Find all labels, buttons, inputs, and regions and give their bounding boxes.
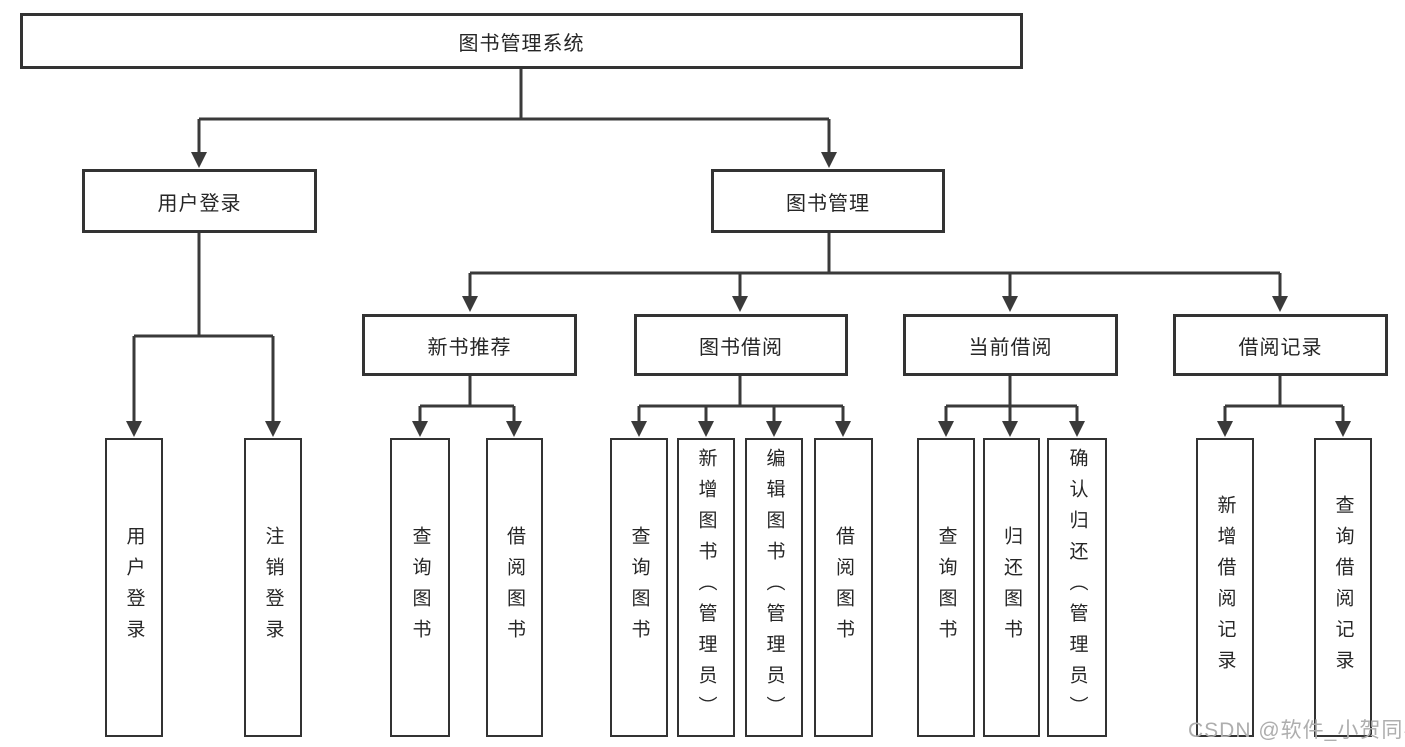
arrow-down-icon bbox=[265, 421, 281, 437]
arrow-down-icon bbox=[766, 421, 782, 437]
arrow-down-icon bbox=[938, 421, 954, 437]
arrow-down-icon bbox=[1069, 421, 1085, 437]
arrow-down-icon bbox=[412, 421, 428, 437]
arrow-down-icon bbox=[631, 421, 647, 437]
node-label: 借阅记录 bbox=[1238, 336, 1323, 359]
leaf-label: 查询借阅记录 bbox=[1332, 494, 1354, 681]
leaf-label: 查询图书 bbox=[628, 525, 650, 650]
leaf-borrow-borrow-books: 借阅图书 bbox=[814, 438, 873, 737]
node-label: 当前借阅 bbox=[968, 336, 1053, 359]
leaf-current-confirm-return-admin: 确认归还（管理员） bbox=[1047, 438, 1107, 737]
leaf-label: 归还图书 bbox=[1001, 525, 1022, 650]
connector-userlogin-to-leaves bbox=[126, 233, 281, 437]
node-borrow-records: 借阅记录 bbox=[1173, 314, 1388, 376]
leaf-current-return-books: 归还图书 bbox=[983, 438, 1040, 737]
leaf-label: 查询图书 bbox=[935, 525, 957, 650]
node-label: 用户登录 bbox=[157, 192, 242, 215]
node-user-login: 用户登录 bbox=[82, 169, 317, 233]
leaf-label: 新增图书（管理员） bbox=[695, 448, 717, 727]
node-book-borrow: 图书借阅 bbox=[634, 314, 848, 376]
connector-root-to-level2 bbox=[191, 69, 837, 168]
leaf-borrow-add-books-admin: 新增图书（管理员） bbox=[677, 438, 735, 737]
leaf-records-add-record: 新增借阅记录 bbox=[1196, 438, 1254, 737]
arrow-down-icon bbox=[698, 421, 714, 437]
leaf-label: 用户登录 bbox=[123, 525, 145, 650]
leaf-newrec-borrow-books: 借阅图书 bbox=[486, 438, 543, 737]
leaf-borrow-edit-books-admin: 编辑图书（管理员） bbox=[745, 438, 803, 737]
connector-borrow-to-leaves bbox=[631, 376, 851, 437]
leaf-user-login: 用户登录 bbox=[105, 438, 163, 737]
node-book-management: 图书管理 bbox=[711, 169, 945, 233]
leaf-label: 新增借阅记录 bbox=[1214, 494, 1236, 681]
leaf-records-query-record: 查询借阅记录 bbox=[1314, 438, 1372, 737]
connector-newbook-to-leaves bbox=[412, 376, 522, 437]
node-label: 图书管理系统 bbox=[458, 32, 585, 55]
arrow-down-icon bbox=[821, 152, 837, 168]
connector-bookmgmt-to-level3 bbox=[462, 233, 1288, 312]
arrow-down-icon bbox=[462, 296, 478, 312]
arrow-down-icon bbox=[506, 421, 522, 437]
leaf-label: 借阅图书 bbox=[833, 525, 854, 650]
arrow-down-icon bbox=[191, 152, 207, 168]
leaf-label: 编辑图书（管理员） bbox=[763, 448, 785, 727]
connector-current-to-leaves bbox=[938, 376, 1085, 437]
node-root-system: 图书管理系统 bbox=[20, 13, 1023, 69]
arrow-down-icon bbox=[1002, 421, 1018, 437]
leaf-label: 查询图书 bbox=[409, 525, 431, 650]
csdn-watermark: CSDN @软件_小贺同学 bbox=[1188, 719, 1405, 742]
node-new-book-recommend: 新书推荐 bbox=[362, 314, 577, 376]
leaf-label: 借阅图书 bbox=[504, 525, 525, 650]
node-current-borrow: 当前借阅 bbox=[903, 314, 1118, 376]
arrow-down-icon bbox=[1002, 296, 1018, 312]
node-label: 图书借阅 bbox=[699, 336, 783, 359]
leaf-label: 注销登录 bbox=[262, 525, 284, 650]
arrow-down-icon bbox=[1217, 421, 1233, 437]
arrow-down-icon bbox=[1335, 421, 1351, 437]
connector-records-to-leaves bbox=[1217, 376, 1351, 437]
node-label: 图书管理 bbox=[786, 192, 870, 215]
leaf-logout: 注销登录 bbox=[244, 438, 302, 737]
arrow-down-icon bbox=[1272, 296, 1288, 312]
arrow-down-icon bbox=[126, 421, 142, 437]
node-label: 新书推荐 bbox=[427, 336, 512, 359]
arrow-down-icon bbox=[732, 296, 748, 312]
leaf-label: 确认归还（管理员） bbox=[1066, 448, 1088, 727]
leaf-current-query-books: 查询图书 bbox=[917, 438, 975, 737]
arrow-down-icon bbox=[835, 421, 851, 437]
leaf-borrow-query-books: 查询图书 bbox=[610, 438, 668, 737]
leaf-newrec-query-books: 查询图书 bbox=[390, 438, 450, 737]
